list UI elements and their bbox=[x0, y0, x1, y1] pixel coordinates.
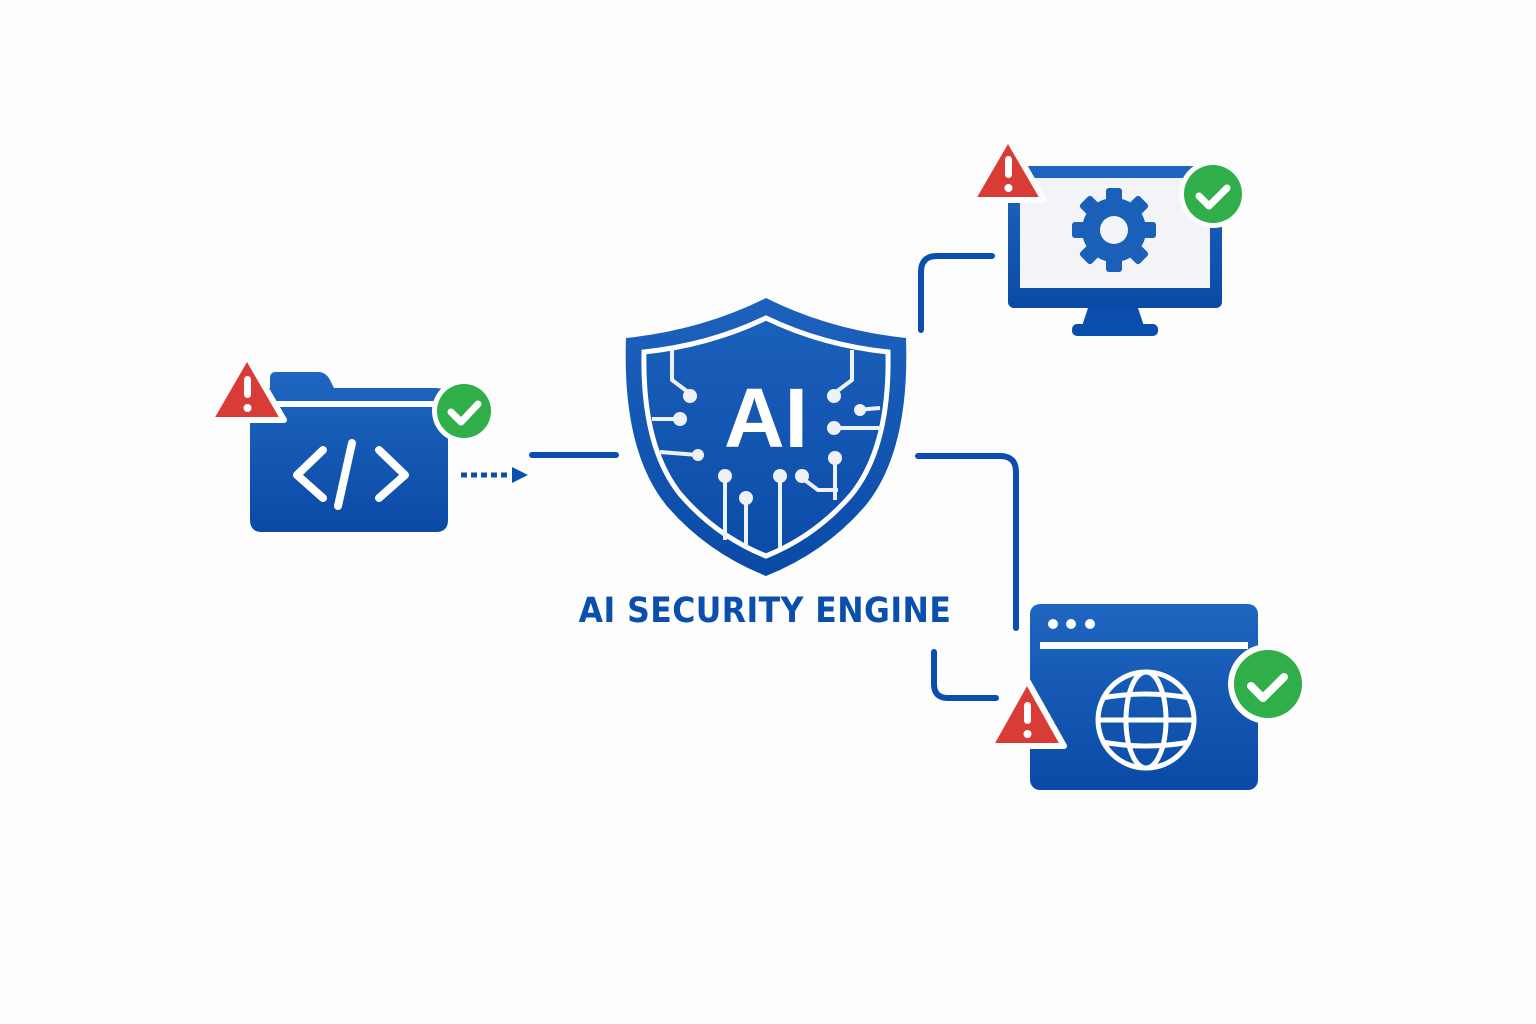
globe-icon bbox=[1095, 669, 1197, 771]
ai-label: AI bbox=[724, 371, 808, 465]
check-icon bbox=[1179, 160, 1247, 228]
code-folder-node[interactable] bbox=[207, 353, 496, 532]
web-browser-node[interactable] bbox=[987, 604, 1308, 790]
ai-shield-node[interactable]: AI bbox=[625, 298, 907, 576]
settings-monitor-node[interactable] bbox=[969, 135, 1247, 336]
check-icon bbox=[1228, 644, 1308, 724]
arrow-head-icon bbox=[512, 467, 528, 483]
warning-icon bbox=[969, 135, 1047, 203]
shield-icon bbox=[625, 298, 907, 576]
gear-icon bbox=[1072, 188, 1156, 272]
circuit-nodes-icon bbox=[673, 389, 866, 505]
warning-icon bbox=[987, 677, 1067, 749]
browser-dots-icon bbox=[1048, 619, 1095, 629]
code-icon bbox=[293, 439, 409, 510]
check-icon bbox=[432, 379, 496, 443]
warning-icon bbox=[207, 353, 287, 423]
connection-lines bbox=[461, 253, 1019, 701]
diagram-title: AI SECURITY ENGINE bbox=[578, 591, 952, 631]
browser-window-icon bbox=[1030, 604, 1258, 790]
